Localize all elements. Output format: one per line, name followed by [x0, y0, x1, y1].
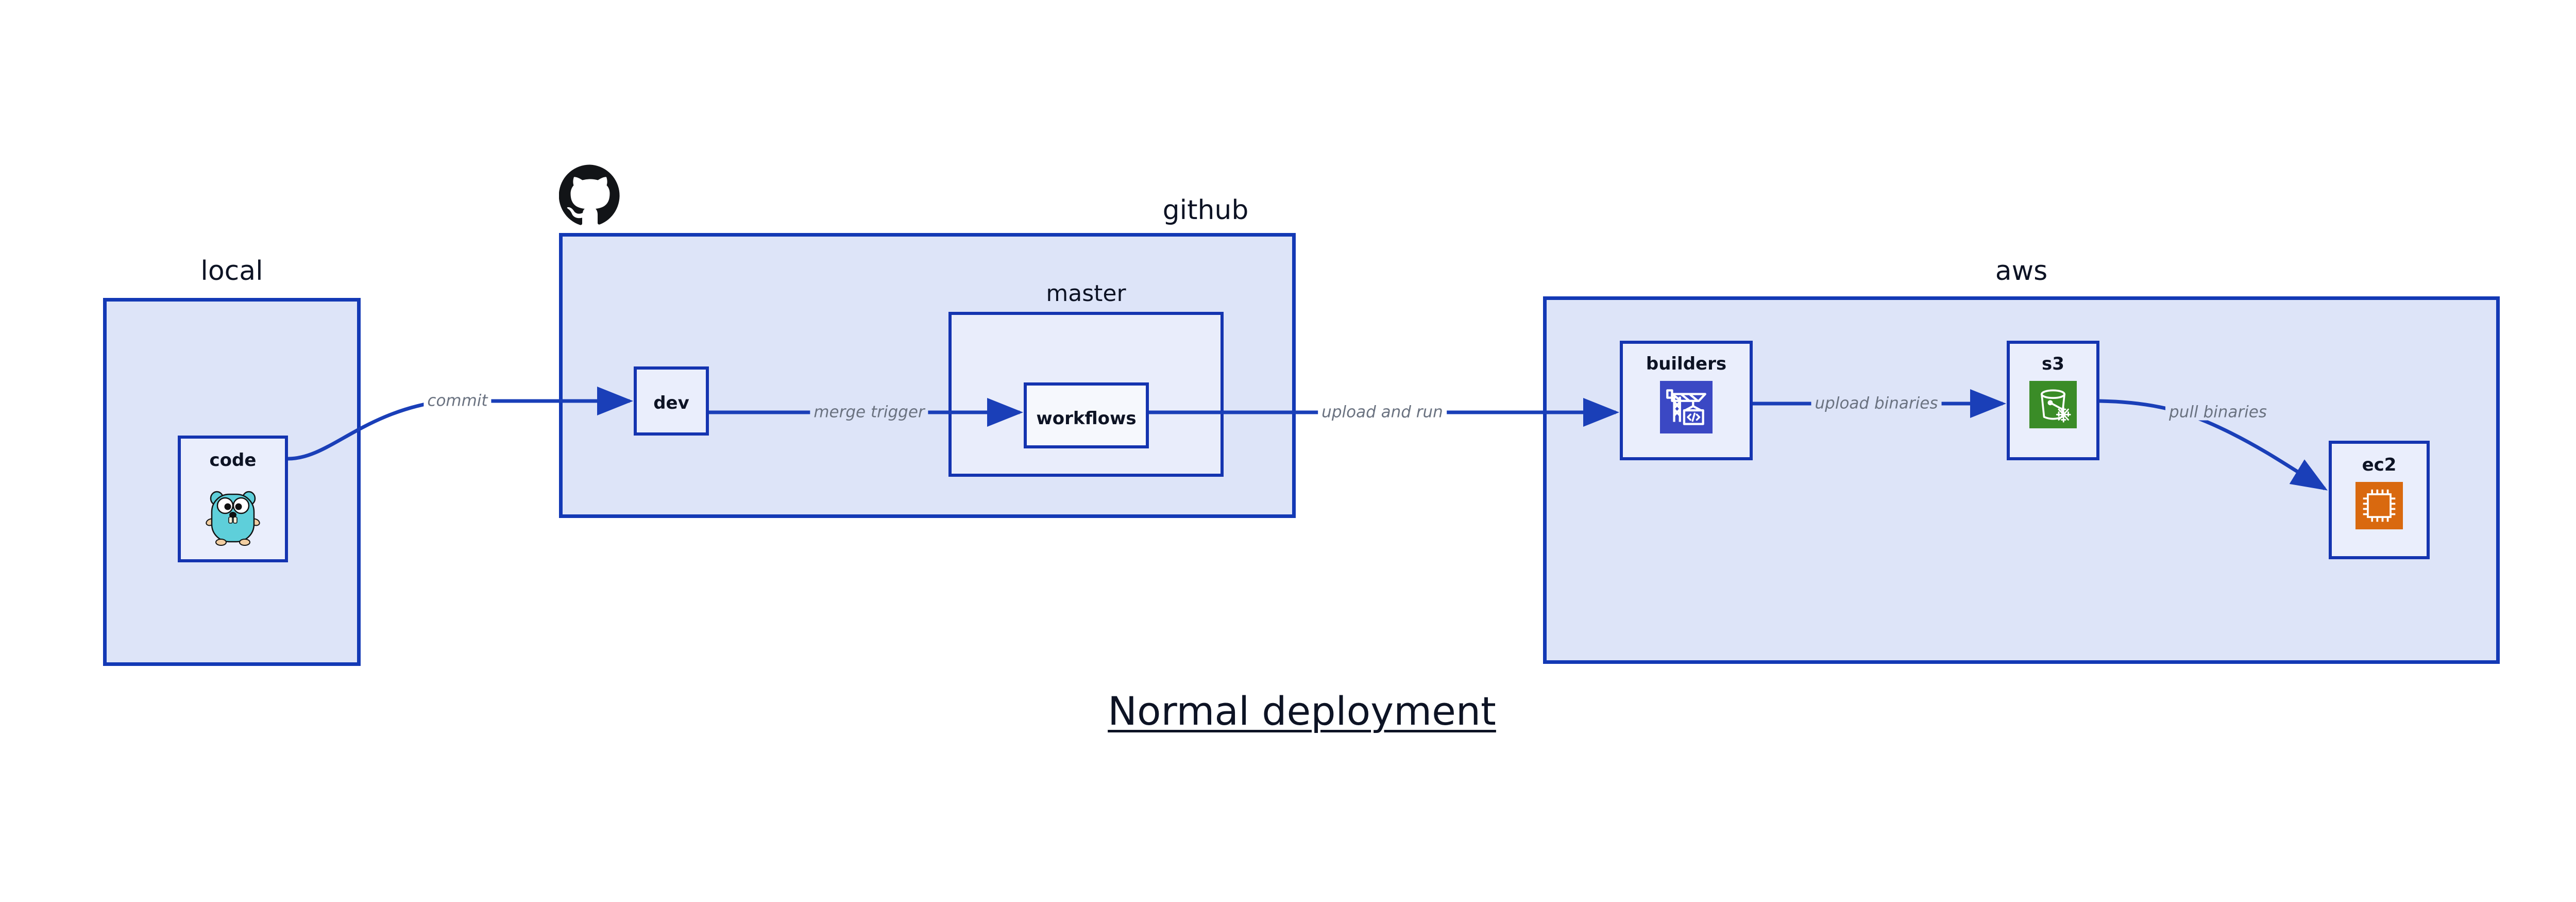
aws-ec2-icon	[2355, 482, 2403, 531]
go-gopher-icon	[205, 481, 261, 549]
zone-label-aws: aws	[1995, 256, 2048, 287]
edge-label-upload-and-run: upload and run	[1318, 404, 1447, 421]
edge-label-upload-binaries: upload binaries	[1811, 395, 1942, 412]
node-workflows-label: workflows	[1036, 408, 1137, 429]
node-dev-label: dev	[653, 393, 689, 413]
node-code[interactable]: code	[178, 436, 288, 562]
node-ec2[interactable]: ec2	[2329, 441, 2430, 559]
node-s3-label: s3	[2042, 354, 2064, 374]
node-code-label: code	[209, 450, 257, 471]
node-builders-label: builders	[1646, 354, 1727, 374]
aws-codebuild-icon	[1660, 381, 1713, 436]
aws-s3-glacier-icon	[2029, 381, 2077, 430]
node-s3[interactable]: s3	[2007, 341, 2099, 460]
subzone-label-master: master	[1046, 280, 1126, 307]
edge-label-commit: commit	[423, 393, 492, 409]
zone-label-local: local	[200, 256, 263, 287]
edge-label-pull-binaries: pull binaries	[2165, 404, 2270, 421]
figure-title: Normal deployment	[1108, 688, 1496, 734]
edge-label-merge-trigger: merge trigger	[810, 404, 928, 421]
node-workflows[interactable]: workflows	[1024, 382, 1149, 448]
github-logo-icon	[558, 164, 621, 228]
node-ec2-label: ec2	[2362, 455, 2397, 475]
zone-label-github: github	[1162, 195, 1249, 226]
node-builders[interactable]: builders	[1620, 341, 1753, 460]
node-dev[interactable]: dev	[634, 366, 709, 436]
